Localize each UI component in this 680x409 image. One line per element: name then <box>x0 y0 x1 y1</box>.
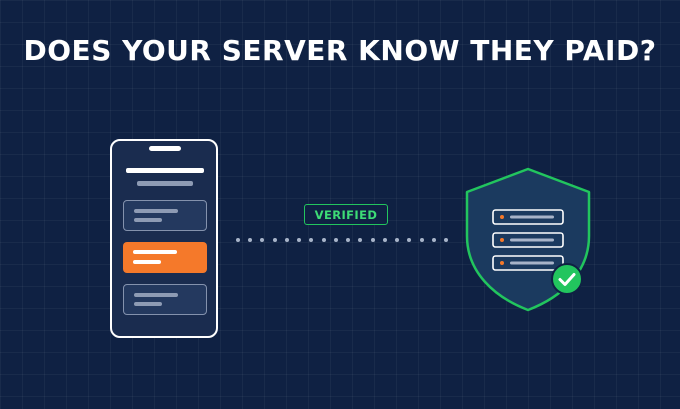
connection-dots <box>236 238 448 242</box>
phone-speaker <box>149 146 181 151</box>
phone-title-bar <box>126 168 204 173</box>
verified-badge: VERIFIED <box>304 204 388 225</box>
phone-option-card <box>123 200 207 231</box>
phone-subtitle-bar <box>137 181 193 186</box>
phone-option-card <box>123 284 207 315</box>
smartphone-icon <box>110 139 218 338</box>
phone-option-card-selected <box>123 242 207 273</box>
shield-icon <box>465 167 591 312</box>
check-circle-icon <box>551 263 583 295</box>
headline: DOES YOUR SERVER KNOW THEY PAID? <box>23 34 657 67</box>
server-stack-icon <box>492 209 564 271</box>
